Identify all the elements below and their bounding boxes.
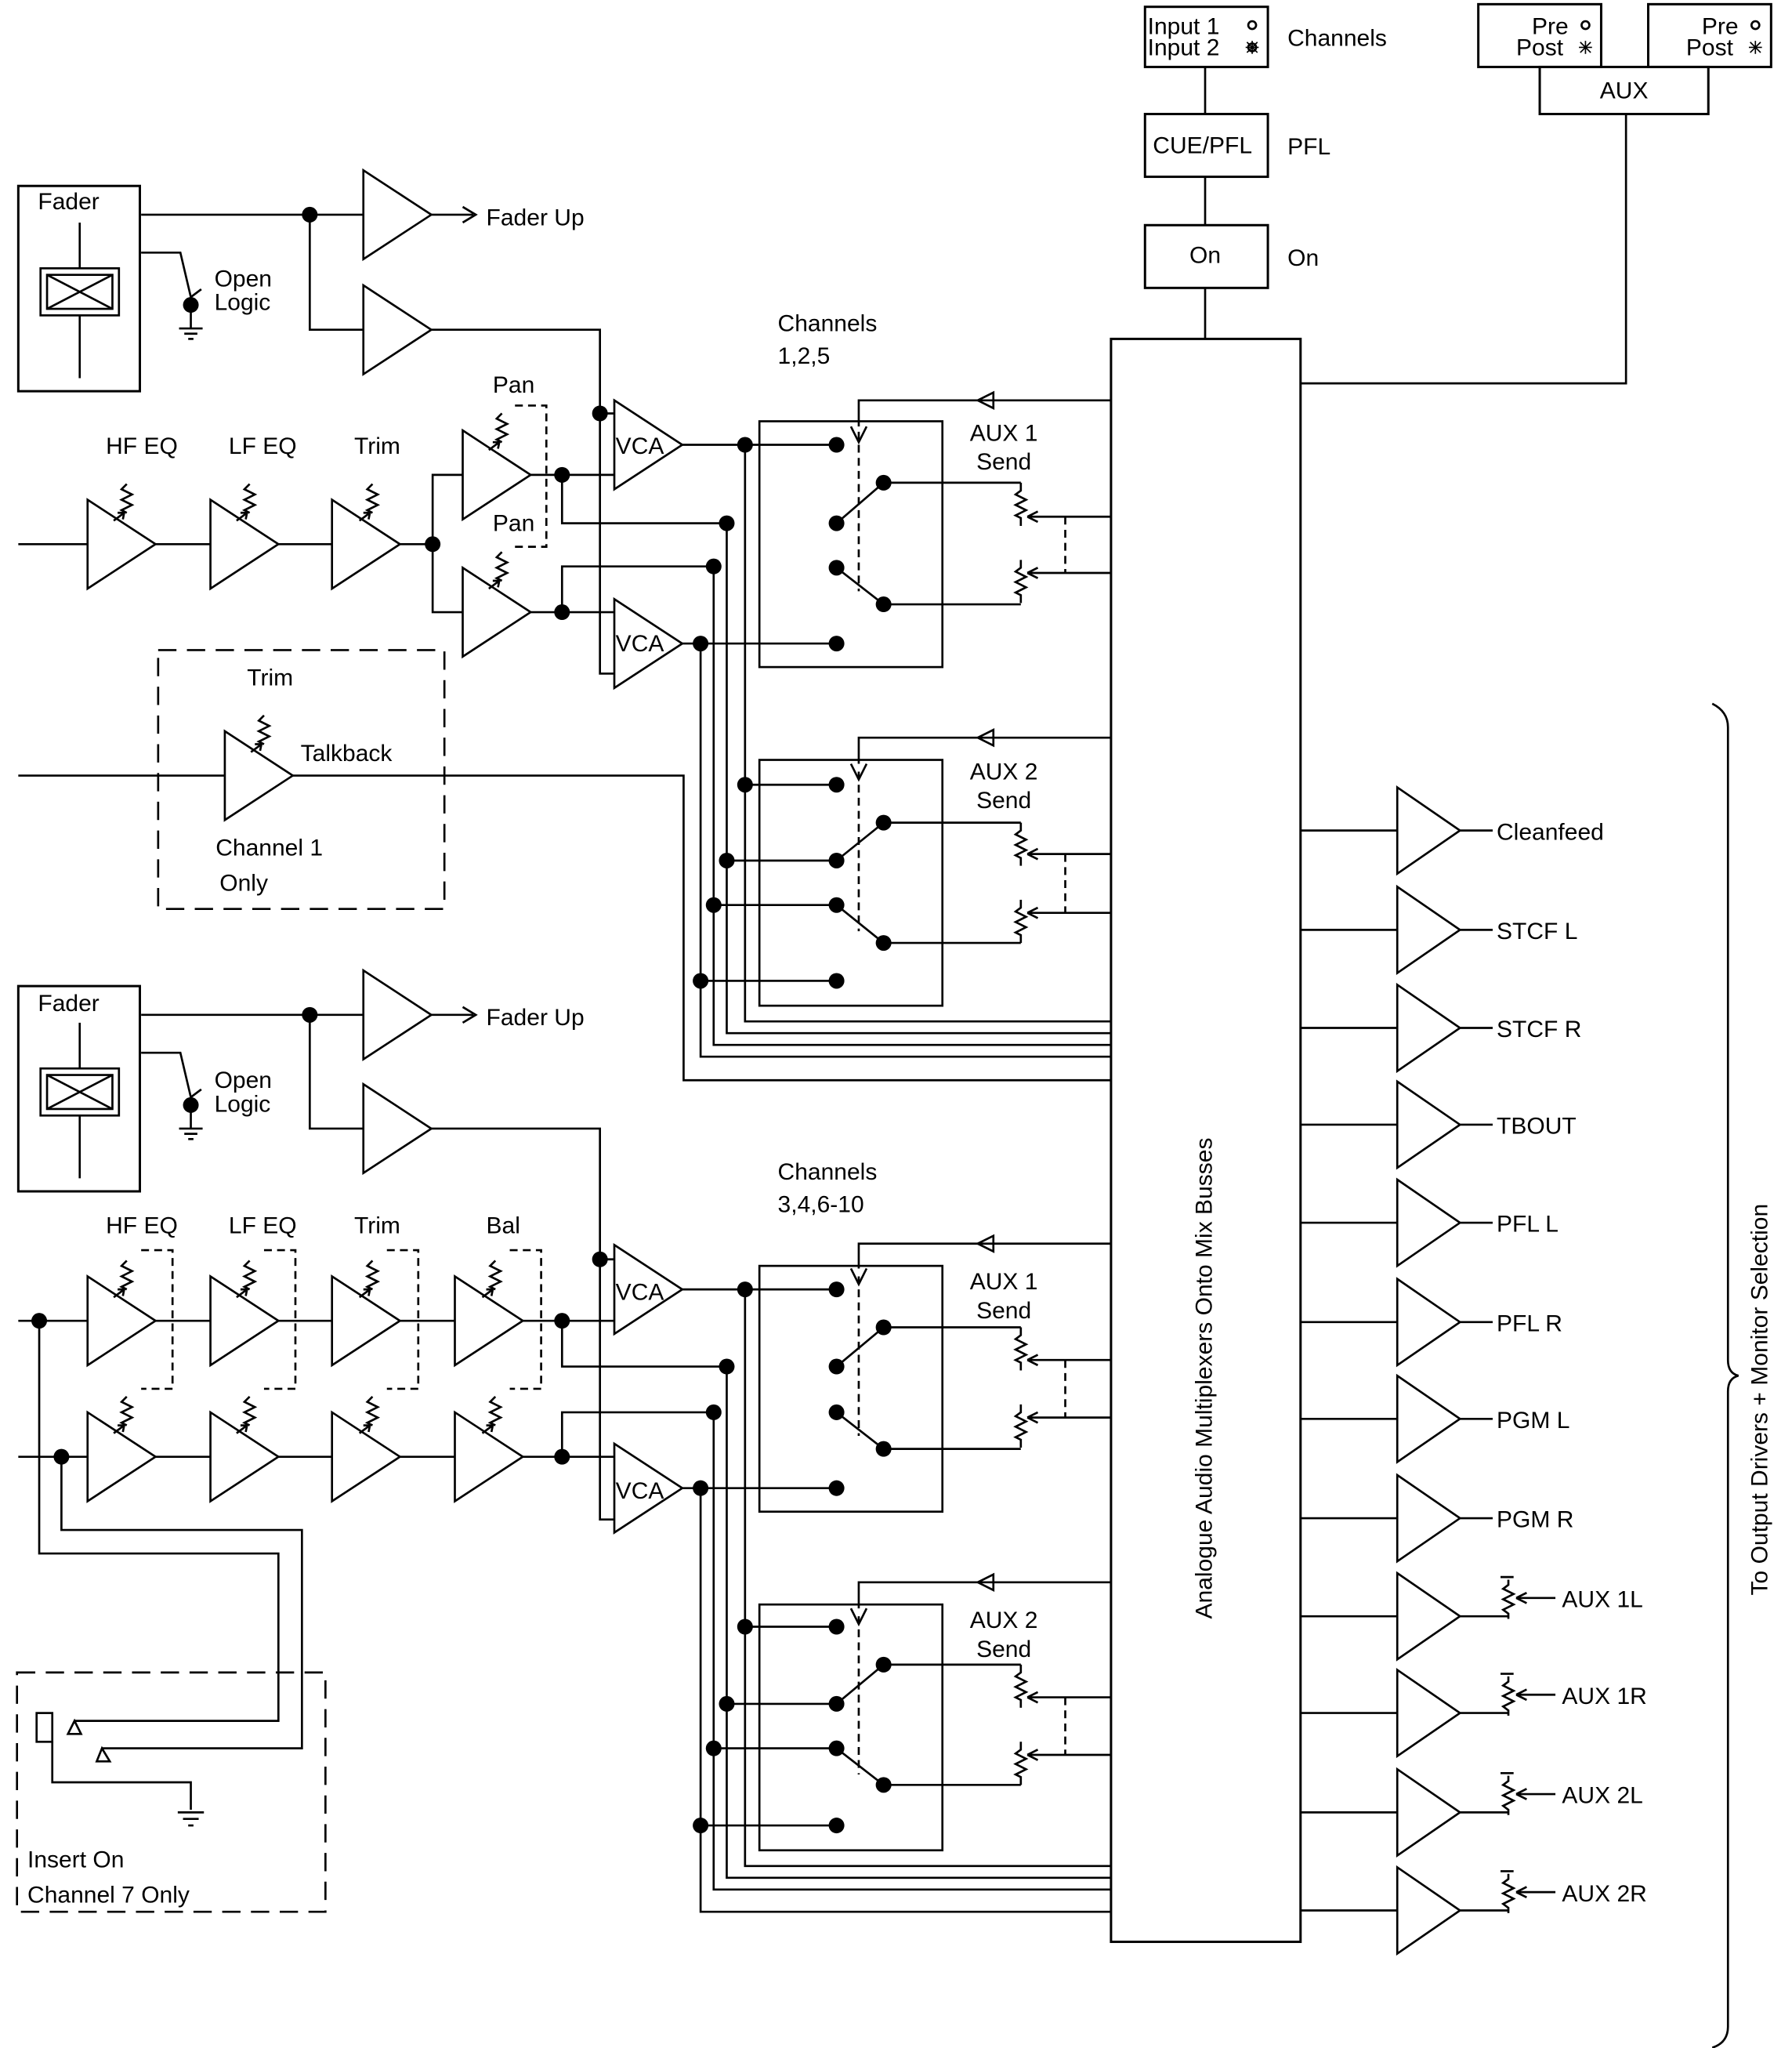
- lower-channel-strip: [16, 968, 1111, 1913]
- channel7-only-label: Channel 7 Only: [27, 1882, 190, 1908]
- output-label: AUX 2R: [1562, 1881, 1646, 1907]
- aux2-send-sub-lower: Send: [976, 1637, 1031, 1662]
- upper-channel-strip: [16, 168, 1111, 1082]
- output-label: AUX 2L: [1562, 1783, 1642, 1809]
- aux1-send-sub-lower: Send: [976, 1298, 1031, 1324]
- post-label-1: Post: [1516, 34, 1564, 60]
- hf-eq-label-upper: HF EQ: [106, 433, 178, 459]
- cue-pfl-button-label: CUE/PFL: [1153, 133, 1252, 159]
- output-driver-amp: [1300, 982, 1493, 1074]
- output-driver-amp: [1300, 785, 1493, 876]
- output-label: PGM L: [1497, 1408, 1569, 1434]
- channels-label-b2: 3,4,6-10: [778, 1192, 864, 1218]
- output-driver-amp: [1300, 1373, 1493, 1464]
- fader-label-lower: Fader: [38, 991, 99, 1017]
- output-label: Cleanfeed: [1497, 819, 1604, 845]
- talkback-label: Talkback: [301, 741, 393, 767]
- aux2-send-sub-upper: Send: [976, 788, 1031, 814]
- bal-label: Bal: [487, 1212, 520, 1238]
- output-label: PFL L: [1497, 1212, 1558, 1238]
- aux1-send-title-lower: AUX 1: [970, 1269, 1038, 1295]
- output-label: AUX 1L: [1562, 1586, 1642, 1612]
- channel1-only-label-1: Channel 1: [215, 835, 323, 861]
- on-label: On: [1287, 245, 1319, 271]
- input2-label: Input 2: [1148, 34, 1220, 60]
- pan-label-2: Pan: [493, 511, 534, 537]
- output-driver-amp: [1300, 1473, 1493, 1564]
- aux2-send-title-upper: AUX 2: [970, 759, 1038, 785]
- vca-label-1: VCA: [616, 433, 664, 459]
- vca-label-4: VCA: [616, 1478, 664, 1504]
- output-label: PFL R: [1497, 1311, 1562, 1337]
- channels-select-label: Channels: [1287, 26, 1387, 52]
- on-button-label: On: [1189, 243, 1221, 269]
- fader-up-label-upper: Fader Up: [487, 205, 585, 230]
- insert-on-label: Insert On: [27, 1847, 124, 1872]
- trim-label-lower: Trim: [354, 1212, 400, 1238]
- vca-label-2: VCA: [616, 631, 664, 657]
- fader-up-label-lower: Fader Up: [487, 1005, 585, 1031]
- pre-label-1: Pre: [1532, 14, 1569, 40]
- lf-eq-label-upper: LF EQ: [229, 433, 297, 459]
- mux-and-controls: [1110, 2, 1772, 2048]
- aux2-send-title-lower: AUX 2: [970, 1608, 1038, 1633]
- lf-eq-label-lower: LF EQ: [229, 1212, 297, 1238]
- output-driver-amp: [1300, 1571, 1556, 1662]
- channels-label-a2: 1,2,5: [778, 343, 831, 369]
- vca-label-3: VCA: [616, 1279, 664, 1305]
- fader-label-upper: Fader: [38, 189, 99, 215]
- pfl-label: PFL: [1287, 134, 1330, 160]
- output-driver-amp: [1300, 1668, 1556, 1759]
- talkback-trim-label: Trim: [247, 665, 293, 691]
- trim-label-upper: Trim: [354, 433, 400, 459]
- output-label: TBOUT: [1497, 1114, 1577, 1140]
- open-logic-open-upper: Open: [215, 266, 272, 292]
- open-logic-logic-lower: Logic: [215, 1091, 271, 1117]
- channels-label-b1: Channels: [778, 1159, 878, 1185]
- open-logic-logic-upper: Logic: [215, 290, 271, 316]
- channels-label-a1: Channels: [778, 310, 878, 336]
- output-driver-amp: [1300, 1177, 1493, 1268]
- pan-label-1: Pan: [493, 372, 534, 398]
- open-logic-open-lower: Open: [215, 1067, 272, 1093]
- to-output-label: To Output Drivers + Monitor Selection: [1747, 1204, 1772, 1596]
- output-label: AUX 1R: [1562, 1684, 1646, 1709]
- output-label: PGM R: [1497, 1507, 1573, 1533]
- output-driver-amp: [1300, 1079, 1493, 1170]
- output-driver-amp: [1300, 1277, 1493, 1368]
- input1-label: Input 1: [1148, 14, 1220, 40]
- aux1-send-sub-upper: Send: [976, 449, 1031, 475]
- output-driver-amp: [1300, 1865, 1556, 1956]
- output-driver-amp: [1300, 884, 1493, 975]
- channel1-only-label-2: Only: [219, 870, 268, 896]
- output-label: STCF R: [1497, 1017, 1581, 1042]
- aux-label: AUX: [1600, 78, 1649, 103]
- aux1-send-title-upper: AUX 1: [970, 421, 1038, 447]
- hf-eq-label-lower: HF EQ: [106, 1212, 178, 1238]
- output-driver-amp: [1300, 1767, 1556, 1858]
- output-label: STCF L: [1497, 919, 1577, 944]
- mux-label: Analogue Audio Multiplexers Onto Mix Bus…: [1191, 1138, 1217, 1619]
- post-label-2: Post: [1686, 34, 1734, 60]
- pre-label-2: Pre: [1702, 14, 1739, 40]
